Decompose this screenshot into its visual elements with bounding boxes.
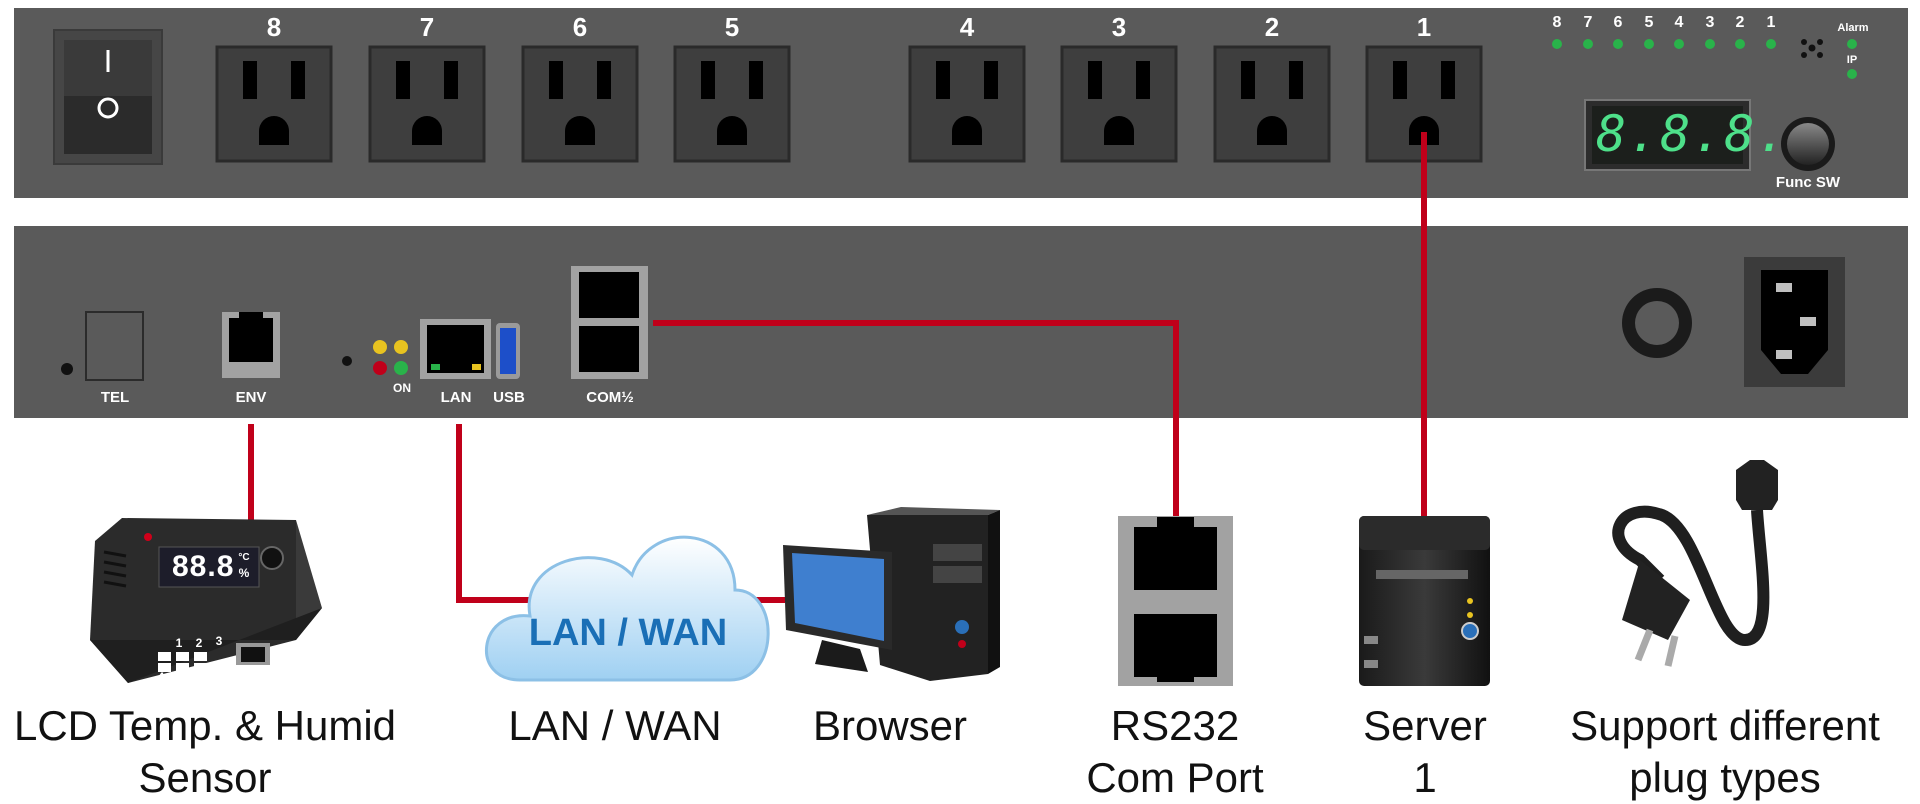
led-number-5: 5 [1644,14,1654,31]
cable-com-rs232 [653,320,1179,520]
power-inlet [1744,257,1845,387]
sensor-key-6: 6 [205,668,213,682]
label-server: Server 1 [1320,700,1530,804]
outlet-number-5: 5 [724,12,740,42]
sensor-key-3: 3 [215,634,223,648]
tel-label: TEL [100,389,130,406]
sensor-key-4: 4 [157,670,165,684]
env-label: ENV [235,389,267,406]
reset-hole [342,356,352,366]
outlet-number-2: 2 [1264,12,1280,42]
sensor-unit-percent: % [238,566,250,580]
label-rs232: RS232 Com Port [1060,700,1290,804]
led-number-1: 1 [1766,14,1776,31]
sensor-key-2: 2 [195,636,203,650]
label-plug-line-2: plug types [1629,754,1821,801]
func-sw-label: Func SW [1775,174,1841,191]
circuit-breaker[interactable] [1622,288,1692,358]
sensor-key-5: 5 [183,670,191,684]
led-number-6: 6 [1613,14,1623,31]
led-number-8: 8 [1552,14,1562,31]
front-panel [14,8,1908,198]
label-server-line-2: 1 [1413,754,1437,801]
outlet-led-row [1552,39,1857,79]
power-switch[interactable] [53,29,163,165]
power-plug-icon [1612,460,1778,667]
speaker-grille [1801,39,1823,58]
outlet-5 [673,45,791,163]
lan-port[interactable] [420,319,491,379]
outlet-number-8: 8 [266,12,282,42]
alarm-label: Alarm [1837,22,1869,34]
lcd-display-value: 8.8.8. [1596,105,1789,163]
ip-label: IP [1846,54,1858,66]
outlet-3 [1060,45,1178,163]
rs232-port-icon [1118,516,1233,686]
outlet-4 [908,45,1026,163]
cloud-text: LAN / WAN [528,612,728,654]
led-number-7: 7 [1583,14,1593,31]
sensor-key-1: 1 [175,636,183,650]
lan-label: LAN [440,389,472,406]
server-tower-icon [1359,516,1490,686]
label-sensor-line-2: Sensor [138,754,272,801]
usb-port[interactable] [496,323,520,379]
label-plug-line-1: Support different [1570,702,1880,749]
env-port[interactable] [222,312,280,378]
label-sensor-line-1: LCD Temp. & Humid [13,702,397,749]
tel-port[interactable] [85,311,144,381]
com-label: COM½ [586,389,634,406]
usb-label: USB [493,389,525,406]
outlet-number-6: 6 [572,12,588,42]
label-lan-wan: LAN / WAN [508,702,722,749]
outlet-2 [1213,45,1331,163]
outlet-8 [215,45,333,163]
lcd-display [1584,99,1751,171]
led-number-4: 4 [1674,14,1684,31]
label-sensor: LCD Temp. & Humid Sensor [0,700,410,804]
cloud-icon [485,535,770,682]
label-plug: Support different plug types [1540,700,1910,804]
led-number-2: 2 [1735,14,1745,31]
outlet-number-7: 7 [419,12,435,42]
on-label: ON [393,381,411,395]
label-browser: Browser [812,702,968,749]
tel-hole [61,363,73,375]
label-server-line-1: Server [1363,702,1487,749]
outlet-number-3: 3 [1111,12,1127,42]
browser-computer-icon [783,507,1000,681]
outlet-number-4: 4 [959,12,975,42]
func-sw-button[interactable] [1781,117,1835,171]
outlet-number-1: 1 [1416,12,1432,42]
outlet-6 [521,45,639,163]
com-ports[interactable] [571,266,648,379]
status-leds [373,340,408,375]
temp-humidity-sensor [90,518,322,683]
sensor-display-value: 88.8 [172,550,235,583]
sensor-unit-celsius: °C [238,552,250,563]
led-number-3: 3 [1705,14,1715,31]
outlet-7 [368,45,486,163]
label-rs232-line-2: Com Port [1086,754,1264,801]
label-rs232-line-1: RS232 [1110,702,1240,749]
